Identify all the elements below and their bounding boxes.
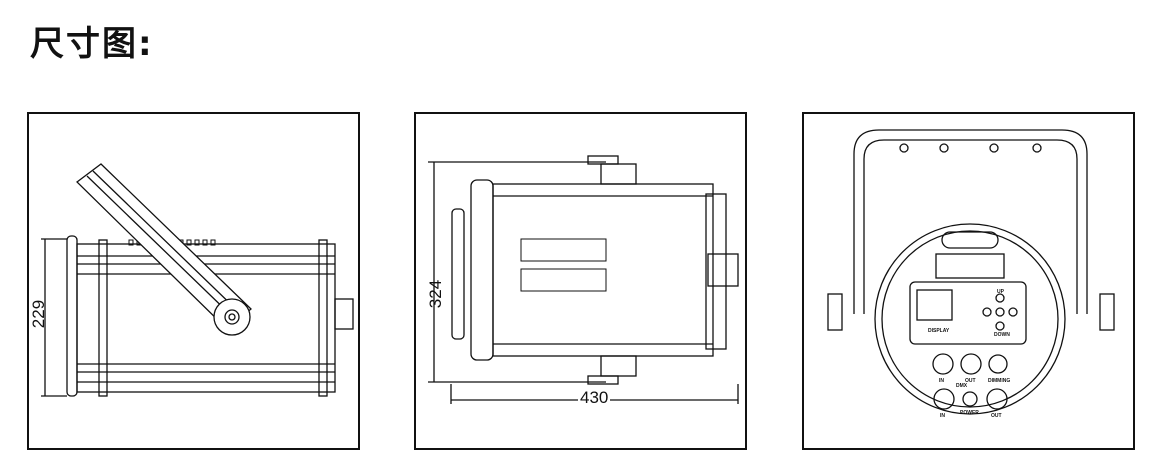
page-title: 尺寸图: <box>30 24 154 64</box>
power-in-label: IN <box>940 413 945 419</box>
side-view-panel: 229 <box>27 112 360 450</box>
height-dimension: 229 <box>29 299 49 329</box>
side-view-drawing <box>41 163 354 397</box>
rear-view-panel: DISPLAY UP DOWN IN DMX OUT DIMMING IN PO… <box>802 112 1135 450</box>
up-label: UP <box>997 289 1005 295</box>
down-label: DOWN <box>994 332 1010 338</box>
power-out-label: OUT <box>991 413 1002 419</box>
dmx-in-label: IN <box>939 378 944 384</box>
dmx-out-label: OUT <box>965 378 976 384</box>
power-label: POWER <box>960 410 979 416</box>
dimming-label: DIMMING <box>988 378 1010 384</box>
width-dimension: 324 <box>426 279 446 309</box>
dmx-label: DMX <box>956 383 968 389</box>
length-dimension: 430 <box>578 388 611 408</box>
rear-view-drawing: DISPLAY UP DOWN IN DMX OUT DIMMING IN PO… <box>827 129 1115 419</box>
display-label: DISPLAY <box>928 328 950 334</box>
top-view-panel: 324 430 <box>414 112 747 450</box>
